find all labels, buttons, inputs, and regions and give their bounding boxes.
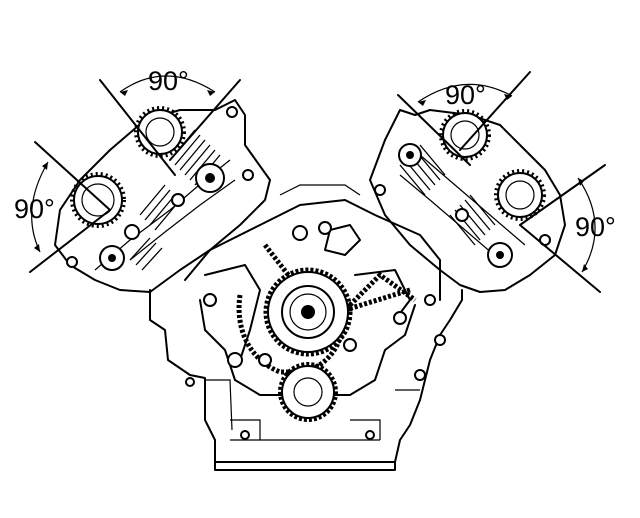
left-cylinder-head	[54, 99, 271, 293]
angle-indicators	[29, 71, 606, 293]
angle-label-top-right: 90°	[445, 80, 486, 110]
right-lower-cam-sprocket	[497, 172, 543, 218]
right-upper-cam-sprocket	[442, 112, 488, 158]
oil-pump-sprocket	[281, 365, 335, 419]
angle-label-top-left: 90°	[148, 66, 189, 96]
angle-label-right-side: 90°	[575, 212, 616, 242]
left-upper-cam-sprocket	[137, 109, 183, 155]
right-cylinder-head	[369, 109, 566, 293]
right-chain-guide	[354, 269, 411, 321]
right-cover-hatching	[399, 144, 496, 246]
angle-label-left-side: 90°	[14, 194, 55, 224]
left-chain-guide	[204, 264, 261, 361]
upper-tensioner	[324, 224, 361, 256]
timing-drive	[185, 221, 446, 440]
